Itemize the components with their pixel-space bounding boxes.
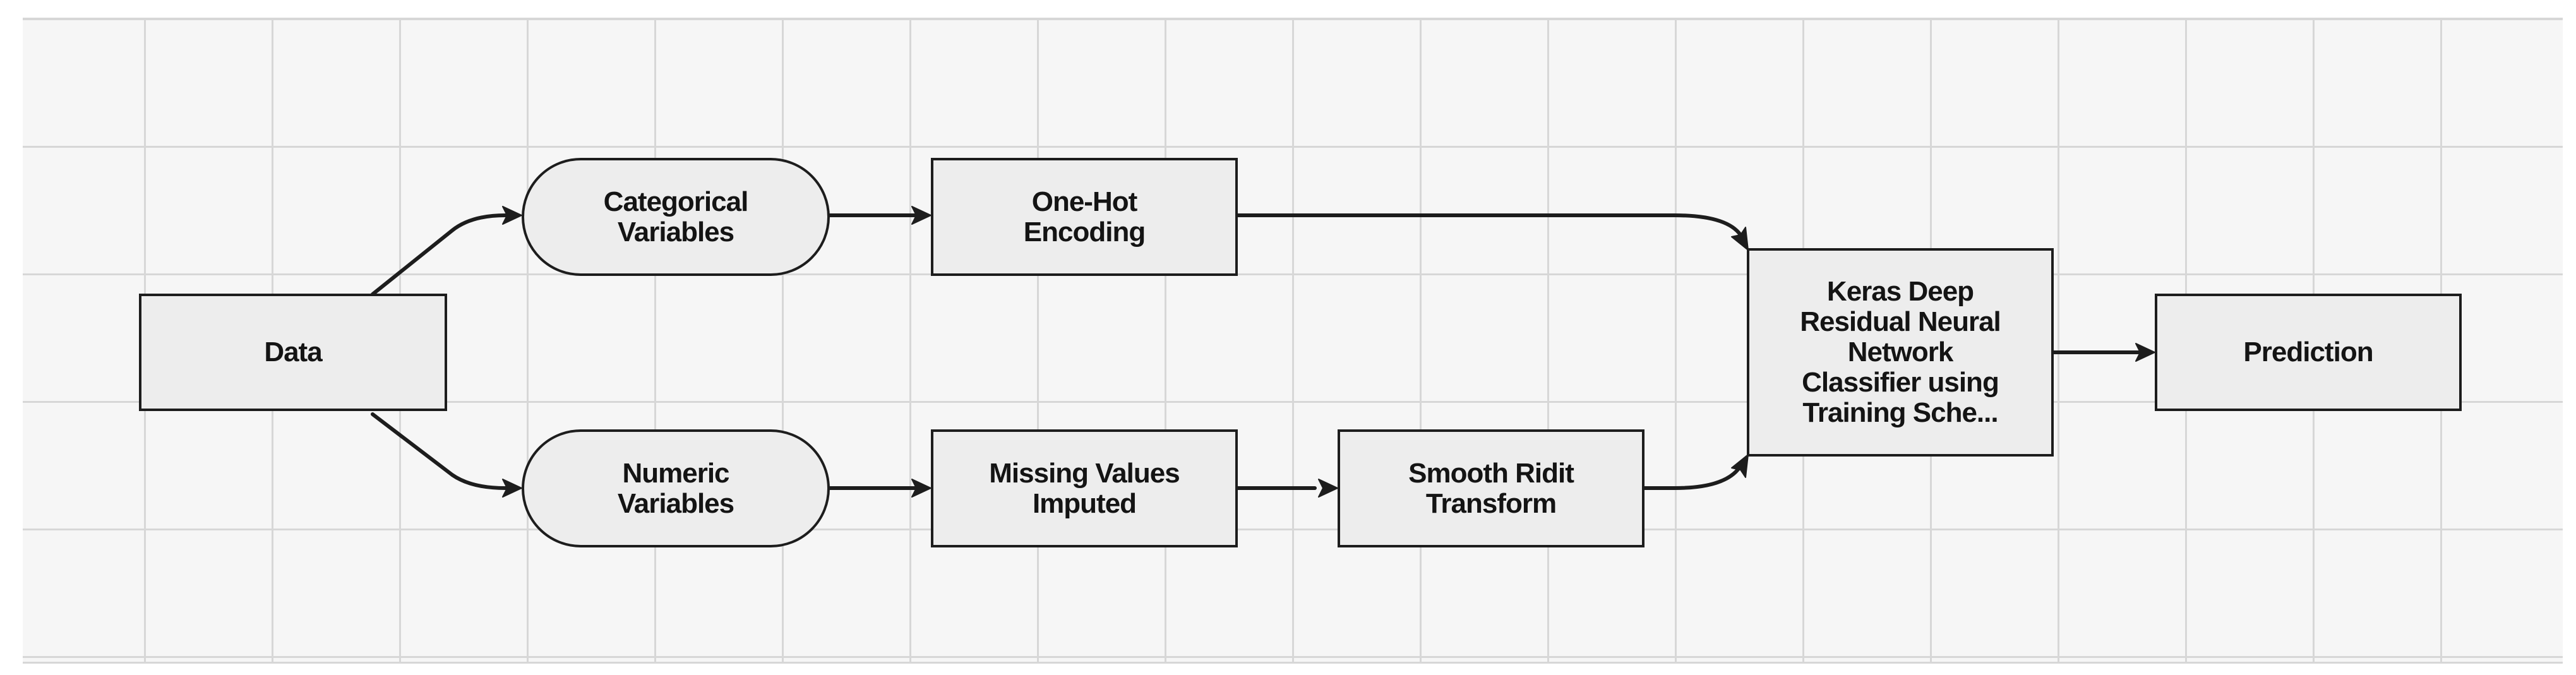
arrowhead-keras-top (1731, 227, 1749, 251)
node-categorical-variables-label: Categorical Variables (603, 186, 749, 248)
arrowhead-prediction (2135, 343, 2155, 362)
node-prediction-label: Prediction (2243, 337, 2373, 367)
grid-background (23, 18, 2563, 664)
node-prediction[interactable]: Prediction (2155, 294, 2462, 411)
node-data-label: Data (264, 337, 322, 367)
node-categorical-variables[interactable]: Categorical Variables (522, 158, 830, 276)
arrowhead-missing (911, 479, 932, 498)
arrowhead-keras-bottom (1731, 454, 1749, 478)
node-keras-classifier[interactable]: Keras Deep Residual Neural Network Class… (1747, 248, 2054, 457)
edge-ridit-to-keras (1643, 464, 1742, 490)
arrowhead-numeric (502, 479, 522, 498)
node-missing-values-imputed[interactable]: Missing Values Imputed (931, 429, 1238, 547)
node-missing-values-imputed-label: Missing Values Imputed (989, 457, 1180, 519)
node-one-hot-encoding[interactable]: One-Hot Encoding (931, 158, 1238, 276)
arrowhead-ridit (1318, 479, 1338, 498)
node-numeric-variables-label: Numeric Variables (617, 457, 734, 519)
arrowhead-onehot (911, 206, 932, 225)
edge-data-to-categorical (371, 213, 515, 296)
node-one-hot-encoding-label: One-Hot Encoding (1023, 186, 1146, 248)
node-keras-classifier-label: Keras Deep Residual Neural Network Class… (1800, 276, 2001, 428)
node-data[interactable]: Data (139, 294, 447, 411)
node-smooth-ridit-transform[interactable]: Smooth Ridit Transform (1338, 429, 1644, 547)
node-numeric-variables[interactable]: Numeric Variables (522, 429, 830, 547)
edge-onehot-to-keras (1235, 213, 1742, 237)
arrowhead-categorical (502, 206, 522, 225)
node-smooth-ridit-transform-label: Smooth Ridit Transform (1408, 457, 1574, 519)
edge-data-to-numeric (371, 412, 515, 490)
